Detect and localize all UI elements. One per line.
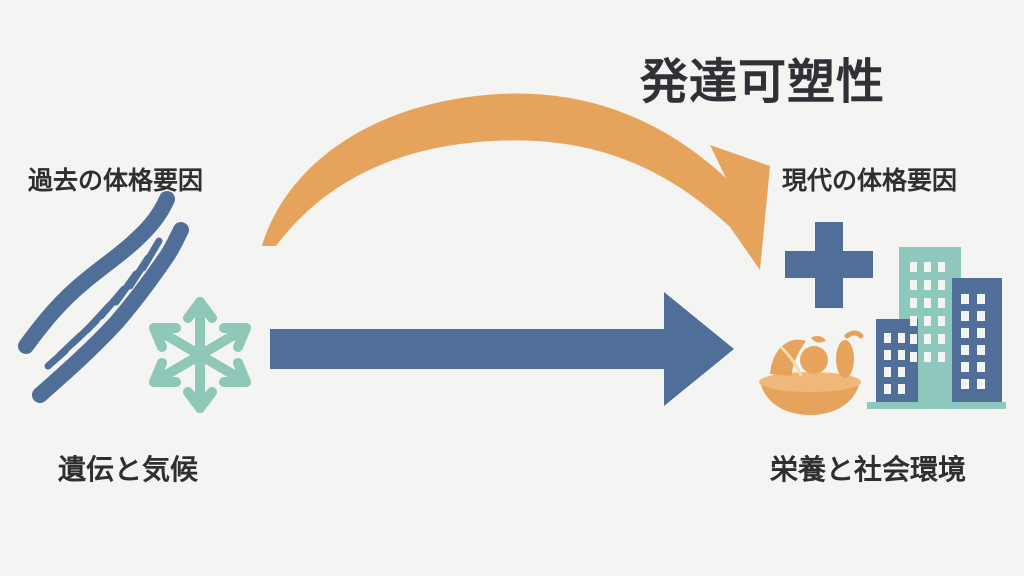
snowflake-icon <box>149 297 251 413</box>
straight-arrow-icon <box>270 292 734 406</box>
genetics-climate-label: 遺伝と気候 <box>58 453 199 486</box>
city-buildings-icon <box>867 247 1006 409</box>
curved-arrow-icon <box>262 93 770 270</box>
nutrition-social-label: 栄養と社会環境 <box>770 453 967 486</box>
food-bowl-icon <box>759 330 864 415</box>
medical-cross-icon <box>785 222 873 308</box>
modern-factors-label: 現代の体格要因 <box>782 166 958 195</box>
past-factors-label: 過去の体格要因 <box>28 166 204 195</box>
diagram-title: 発達可塑性 <box>640 54 886 110</box>
dna-icon <box>18 191 189 403</box>
